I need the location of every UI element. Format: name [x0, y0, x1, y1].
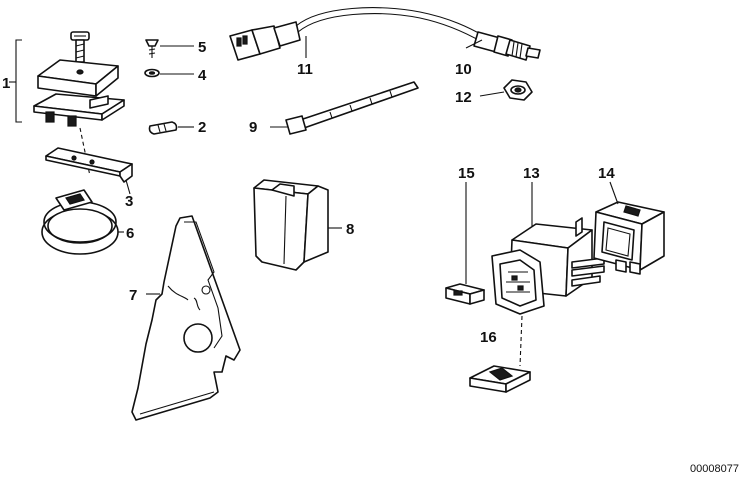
callout-9: 9: [249, 119, 257, 136]
catalog-number: 00008077: [690, 463, 739, 475]
group-bracket: [9, 39, 22, 123]
fuse-part: [445, 283, 485, 305]
nut-part: [503, 79, 533, 101]
connector-cable-part: [229, 7, 485, 61]
callout-1: 1: [2, 75, 10, 92]
bracket-plate-part: [45, 147, 133, 183]
callout-16: 16: [480, 329, 497, 346]
screw-part: [70, 31, 90, 63]
rubber-sleeve-part: [253, 179, 329, 271]
callout-5: 5: [198, 39, 206, 56]
sensor-probe-part: [473, 31, 541, 61]
callout-2: 2: [198, 119, 206, 136]
holder-frame-part: [593, 201, 665, 275]
callout-4: 4: [198, 67, 207, 84]
hose-clamp-part: [41, 189, 119, 255]
callout-15: 15: [458, 165, 475, 182]
callout-12: 12: [455, 89, 472, 106]
washer-part: [144, 68, 160, 78]
leader-lines: [118, 36, 619, 295]
callout-13: 13: [523, 165, 540, 182]
callout-14: 14: [598, 165, 615, 182]
callout-10: 10: [455, 61, 472, 78]
pin-part: [148, 121, 178, 135]
callout-8: 8: [346, 221, 354, 238]
clip-part: [469, 365, 531, 393]
callout-6: 6: [126, 225, 134, 242]
cable-tie-part: [285, 81, 419, 135]
sensor-block-part: [33, 59, 125, 127]
callout-11: 11: [297, 61, 313, 78]
relay-housing-part: [491, 217, 605, 315]
heat-shield-part: [131, 215, 241, 421]
small-screw-part: [145, 39, 159, 58]
callout-7: 7: [129, 287, 137, 304]
callout-3: 3: [125, 193, 133, 210]
